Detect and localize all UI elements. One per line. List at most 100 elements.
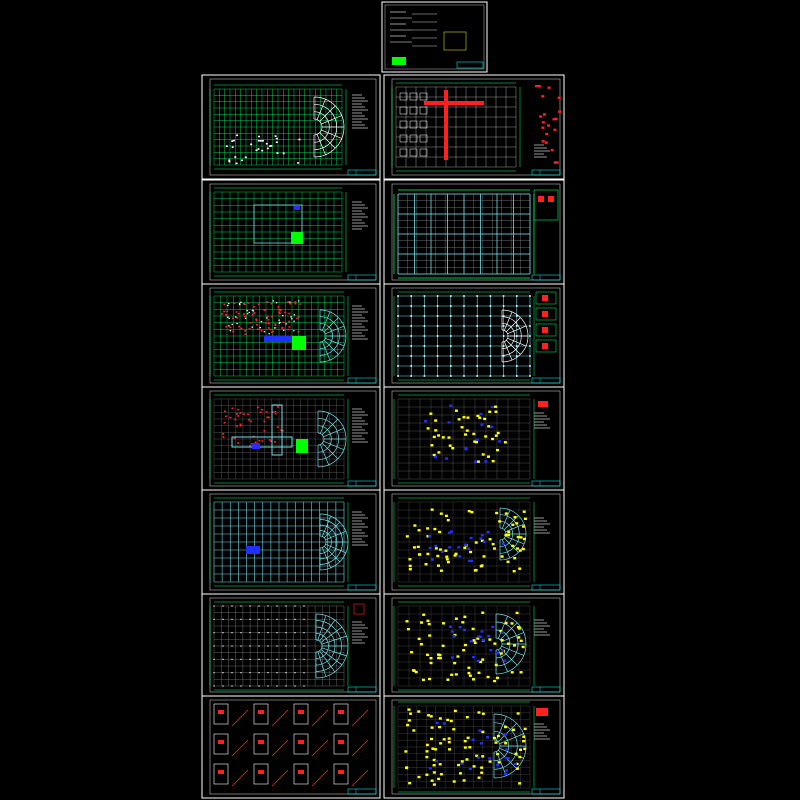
detail-mark: [426, 552, 430, 556]
detail-mark: [510, 671, 514, 674]
detail-mark: [474, 460, 478, 463]
detail-marks: [428, 721, 517, 776]
column-mark: [410, 375, 412, 377]
detail-mark: [235, 162, 238, 165]
detail-mark: [274, 324, 277, 327]
column-section-mark: [542, 295, 548, 301]
column-mark: [450, 335, 452, 337]
detail-mark: [238, 304, 241, 306]
radial-beam: [499, 622, 518, 641]
stair-section-box: [293, 703, 309, 725]
detail-mark: [480, 766, 484, 769]
detail-mark: [273, 327, 276, 329]
column-mark: [450, 375, 452, 377]
radial-beam: [503, 311, 513, 331]
detail-mark: [464, 543, 468, 546]
column-mark: [258, 658, 260, 660]
sheet-s14: [383, 695, 565, 799]
detail-mark: [522, 739, 526, 743]
detail-mark: [555, 161, 559, 164]
elevator-core: [252, 443, 260, 449]
column-mark: [276, 672, 278, 674]
detail-mark: [267, 416, 270, 419]
detail-mark: [220, 313, 223, 315]
radial-beam: [507, 337, 527, 347]
detail-mark: [460, 426, 464, 429]
detail-mark: [229, 326, 232, 329]
column-mark: [240, 672, 242, 674]
detail-marks: [405, 508, 527, 573]
sheet-border: [383, 593, 565, 697]
footing-mark: [409, 92, 418, 101]
detail-mark: [433, 527, 437, 531]
detail-mark: [454, 552, 458, 556]
detail-mark: [274, 410, 277, 413]
detail-mark: [492, 547, 496, 550]
stair-flight-line: [311, 709, 329, 727]
column-mark: [476, 335, 478, 337]
detail-marks: [424, 404, 502, 463]
column-mark: [258, 685, 260, 687]
section-mark: [538, 196, 544, 202]
detail-mark: [428, 767, 432, 770]
column-mark: [450, 305, 452, 307]
detail-mark: [474, 541, 478, 544]
column-mark: [529, 345, 531, 347]
column-mark: [476, 325, 478, 327]
detail-mark: [481, 611, 485, 614]
column-mark: [463, 345, 465, 347]
title-block: [531, 169, 561, 176]
detail-mark: [477, 711, 481, 714]
sheet-inner-border: [391, 287, 561, 384]
detail-mark: [440, 550, 444, 553]
stair-rebar-mark: [258, 740, 264, 744]
schedule-cell: [535, 323, 557, 337]
detail-mark: [261, 149, 264, 152]
detail-mark: [276, 152, 279, 155]
detail-mark: [229, 330, 232, 332]
stair-rebar-mark: [338, 770, 344, 774]
detail-mark: [425, 750, 429, 753]
detail-mark: [500, 631, 504, 634]
detail-mark: [453, 554, 457, 557]
detail-mark: [523, 517, 527, 520]
detail-mark: [265, 411, 268, 413]
column-mark: [240, 685, 242, 687]
detail-mark: [480, 534, 484, 537]
column-mark: [240, 632, 242, 634]
detail-mark: [467, 547, 471, 550]
column-mark: [276, 685, 278, 687]
detail-mark: [446, 678, 450, 681]
detail-mark: [463, 739, 467, 743]
general-notes: [352, 94, 368, 129]
detail-mark: [441, 644, 445, 648]
detail-mark: [250, 143, 253, 146]
detail-mark: [475, 438, 479, 441]
detail-mark: [225, 145, 228, 147]
detail-mark: [271, 330, 274, 333]
detail-mark: [494, 741, 498, 744]
column-mark: [258, 645, 260, 647]
detail-mark: [444, 514, 448, 518]
detail-mark: [277, 308, 280, 311]
detail-mark: [274, 412, 277, 415]
detail-mark: [435, 721, 439, 725]
detail-mark: [464, 446, 468, 450]
elevator-core: [246, 546, 260, 554]
detail-mark: [282, 329, 285, 331]
detail-mark: [243, 315, 246, 318]
detail-mark: [453, 661, 457, 665]
title-block: [531, 788, 561, 795]
detail-mark: [439, 742, 443, 745]
stair-rebar-mark: [298, 740, 304, 744]
detail-mark: [474, 568, 478, 572]
detail-mark: [434, 748, 438, 751]
detail-mark: [275, 302, 278, 304]
detail-mark: [558, 110, 562, 113]
column-mark: [267, 618, 269, 620]
radial-beam: [501, 632, 524, 643]
detail-mark: [408, 781, 412, 785]
column-mark: [476, 365, 478, 367]
column-mark: [516, 355, 518, 357]
title-block: [347, 686, 377, 693]
